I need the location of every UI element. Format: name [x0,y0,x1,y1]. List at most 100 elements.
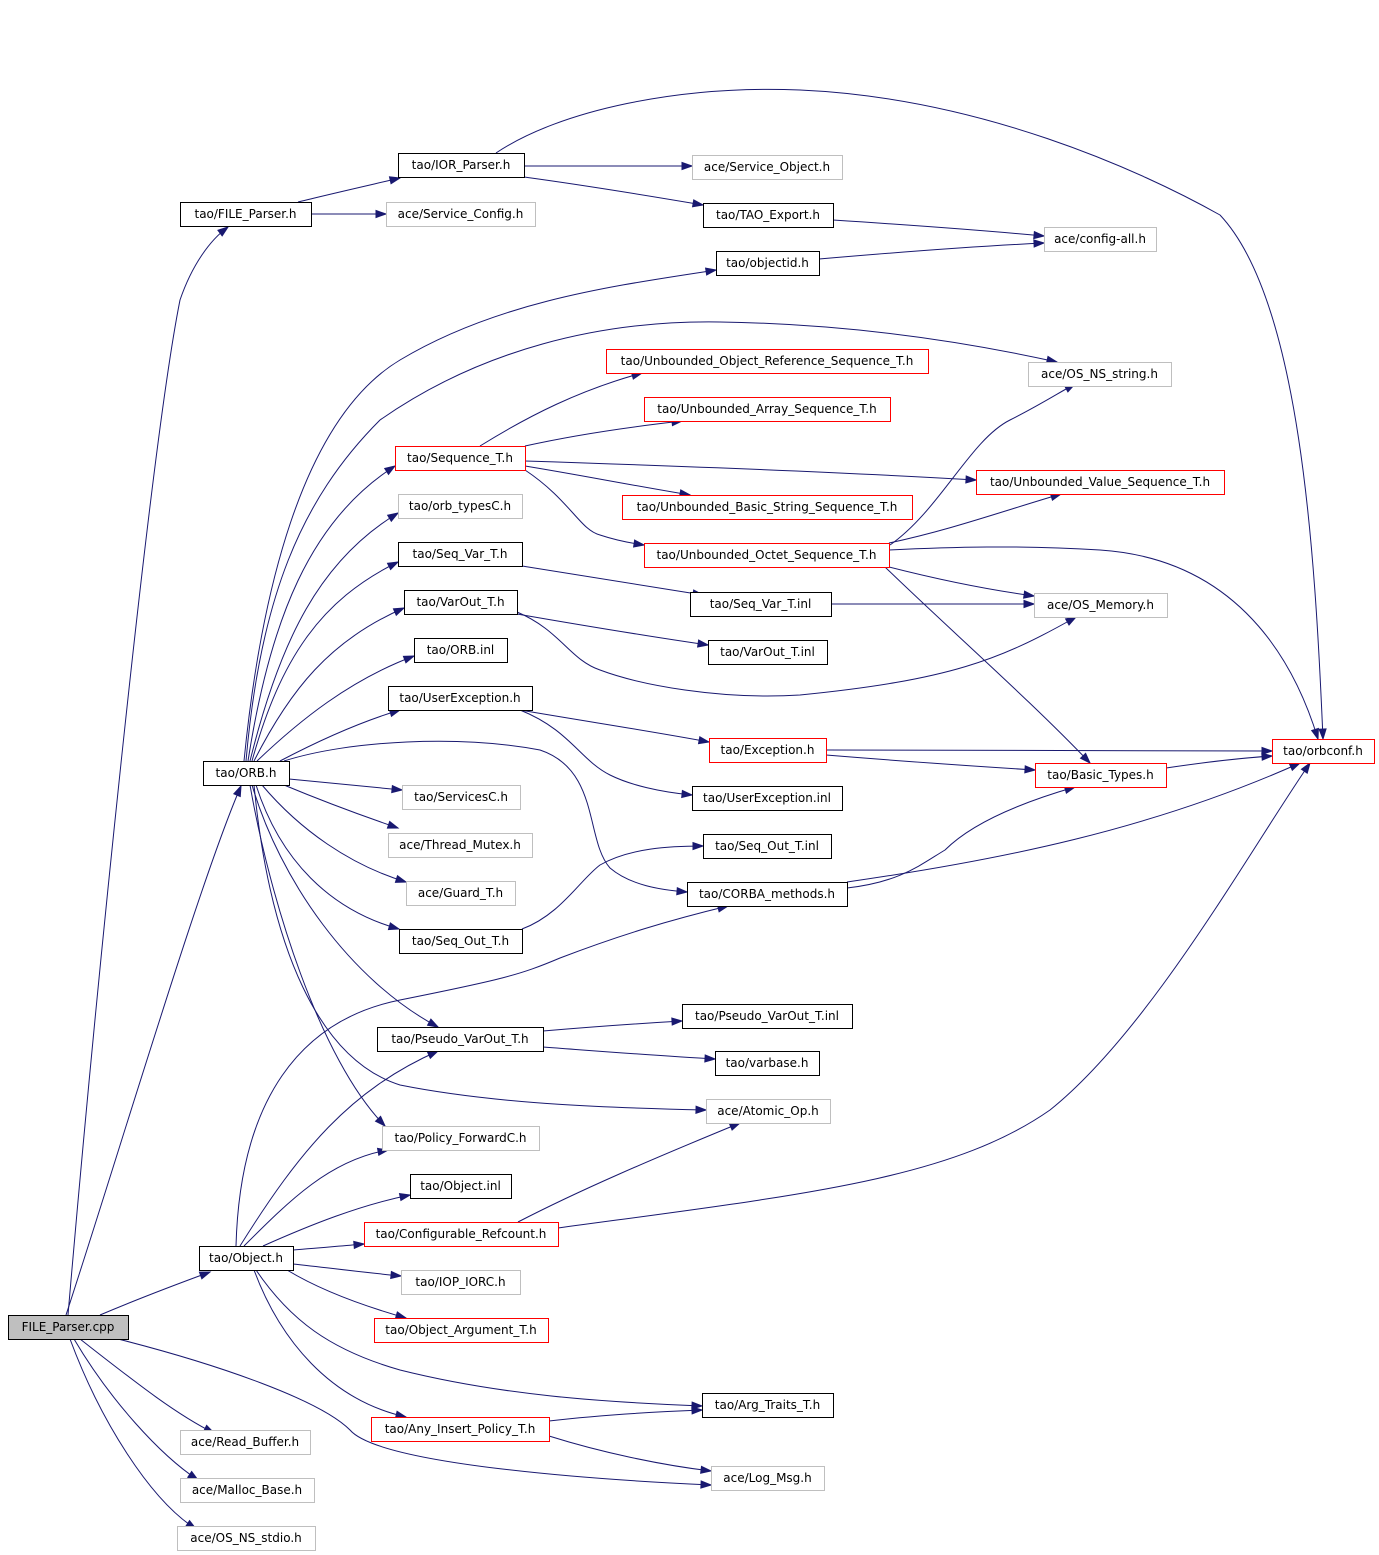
node-tao_unbounded_octet_sequence_t_h[interactable]: tao/Unbounded_Octet_Sequence_T.h [644,543,890,568]
node-ace_service_config_h[interactable]: ace/Service_Config.h [386,202,536,227]
node-box[interactable] [1034,593,1168,618]
node-box[interactable] [1044,227,1157,252]
node-tao_configurable_refcount_h[interactable]: tao/Configurable_Refcount.h [364,1222,559,1247]
node-tao_basic_types_h[interactable]: tao/Basic_Types.h [1035,763,1167,788]
node-tao_policy_forwardc_h[interactable]: tao/Policy_ForwardC.h [382,1126,540,1151]
node-tao_corba_methods_h[interactable]: tao/CORBA_methods.h [687,882,848,907]
node-box[interactable] [692,786,843,811]
node-box[interactable] [708,640,828,665]
node-box[interactable] [682,1004,853,1029]
node-tao_varout_t_h[interactable]: tao/VarOut_T.h [404,590,518,615]
node-box[interactable] [398,494,523,519]
node-tao_file_parser_h[interactable]: tao/FILE_Parser.h [180,202,312,227]
node-tao_servicesc_h[interactable]: tao/ServicesC.h [402,785,521,810]
node-tao_pseudo_varout_t_inl[interactable]: tao/Pseudo_VarOut_T.inl [682,1004,853,1029]
node-box[interactable] [404,590,518,615]
node-tao_unbounded_object_reference_sequence_t_h[interactable]: tao/Unbounded_Object_Reference_Sequence_… [606,349,929,374]
node-tao_object_argument_t_h[interactable]: tao/Object_Argument_T.h [374,1318,549,1343]
node-box[interactable] [711,1466,825,1491]
node-tao_unbounded_value_sequence_t_h[interactable]: tao/Unbounded_Value_Sequence_T.h [976,470,1225,495]
node-box[interactable] [410,1174,512,1199]
node-box[interactable] [1272,739,1375,764]
node-box[interactable] [644,543,890,568]
node-box[interactable] [716,251,820,276]
node-box[interactable] [401,1270,521,1295]
node-ace_os_ns_string_h[interactable]: ace/OS_NS_string.h [1028,362,1172,387]
node-tao_pseudo_varout_t_h[interactable]: tao/Pseudo_VarOut_T.h [377,1027,544,1052]
node-tao_userexception_inl[interactable]: tao/UserException.inl [692,786,843,811]
node-file_parser_cpp[interactable]: FILE_Parser.cpp [8,1315,129,1340]
node-tao_unbounded_basic_string_sequence_t_h[interactable]: tao/Unbounded_Basic_String_Sequence_T.h [622,495,913,520]
node-box[interactable] [1035,763,1167,788]
node-ace_os_ns_stdio_h[interactable]: ace/OS_NS_stdio.h [177,1526,316,1551]
node-box[interactable] [382,1126,540,1151]
node-box[interactable] [1028,362,1172,387]
node-box[interactable] [388,833,533,858]
node-tao_iop_iorc_h[interactable]: tao/IOP_IORC.h [401,1270,521,1295]
node-box[interactable] [203,761,290,786]
node-tao_orb_typesc_h[interactable]: tao/orb_typesC.h [398,494,523,519]
node-tao_orb_inl[interactable]: tao/ORB.inl [414,638,508,663]
node-tao_varbase_h[interactable]: tao/varbase.h [715,1051,820,1076]
node-box[interactable] [180,202,312,227]
node-tao_userexception_h[interactable]: tao/UserException.h [388,686,533,711]
node-ace_thread_mutex_h[interactable]: ace/Thread_Mutex.h [388,833,533,858]
node-tao_sequence_t_h[interactable]: tao/Sequence_T.h [395,446,526,471]
node-box[interactable] [398,153,525,178]
node-tao_orbconf_h[interactable]: tao/orbconf.h [1272,739,1375,764]
node-box[interactable] [377,1027,544,1052]
node-tao_seq_var_t_inl[interactable]: tao/Seq_Var_T.inl [690,592,832,617]
node-tao_objectid_h[interactable]: tao/objectid.h [716,251,820,276]
node-ace_guard_t_h[interactable]: ace/Guard_T.h [406,881,516,906]
node-box[interactable] [706,1099,831,1124]
node-box[interactable] [180,1478,315,1503]
node-tao_seq_out_t_inl[interactable]: tao/Seq_Out_T.inl [703,834,832,859]
node-box[interactable] [388,686,533,711]
node-tao_object_h[interactable]: tao/Object.h [199,1246,294,1271]
node-ace_service_object_h[interactable]: ace/Service_Object.h [692,155,843,180]
node-box[interactable] [364,1222,559,1247]
node-box[interactable] [622,495,913,520]
node-box[interactable] [386,202,536,227]
node-tao_seq_var_t_h[interactable]: tao/Seq_Var_T.h [398,542,523,567]
node-box[interactable] [687,882,848,907]
node-ace_os_memory_h[interactable]: ace/OS_Memory.h [1034,593,1168,618]
node-tao_varout_t_inl[interactable]: tao/VarOut_T.inl [708,640,828,665]
node-tao_unbounded_array_sequence_t_h[interactable]: tao/Unbounded_Array_Sequence_T.h [644,397,891,422]
node-box[interactable] [180,1430,311,1455]
node-box[interactable] [715,1051,820,1076]
node-box[interactable] [371,1417,550,1442]
node-ace_malloc_base_h[interactable]: ace/Malloc_Base.h [180,1478,315,1503]
node-tao_arg_traits_t_h[interactable]: tao/Arg_Traits_T.h [702,1393,834,1418]
node-ace_config_all_h[interactable]: ace/config-all.h [1044,227,1157,252]
node-box[interactable] [399,929,523,954]
node-box[interactable] [199,1246,294,1271]
node-box[interactable] [406,881,516,906]
node-ace_log_msg_h[interactable]: ace/Log_Msg.h [711,1466,825,1491]
node-box[interactable] [177,1526,316,1551]
node-box[interactable] [703,834,832,859]
node-box[interactable] [395,446,526,471]
node-box[interactable] [703,203,834,228]
node-box[interactable] [644,397,891,422]
node-tao_exception_h[interactable]: tao/Exception.h [709,738,827,763]
node-box[interactable] [976,470,1225,495]
node-box[interactable] [690,592,832,617]
node-box[interactable] [709,738,827,763]
node-box[interactable] [374,1318,549,1343]
node-box[interactable] [692,155,843,180]
node-box[interactable] [606,349,929,374]
node-box[interactable] [8,1315,129,1340]
node-tao_seq_out_t_h[interactable]: tao/Seq_Out_T.h [399,929,523,954]
node-tao_ior_parser_h[interactable]: tao/IOR_Parser.h [398,153,525,178]
node-box[interactable] [398,542,523,567]
node-box[interactable] [414,638,508,663]
node-ace_atomic_op_h[interactable]: ace/Atomic_Op.h [706,1099,831,1124]
node-box[interactable] [702,1393,834,1418]
node-tao_any_insert_policy_t_h[interactable]: tao/Any_Insert_Policy_T.h [371,1417,550,1442]
node-tao_orb_h[interactable]: tao/ORB.h [203,761,290,786]
node-ace_read_buffer_h[interactable]: ace/Read_Buffer.h [180,1430,311,1455]
node-box[interactable] [402,785,521,810]
node-tao_object_inl[interactable]: tao/Object.inl [410,1174,512,1199]
node-tao_tao_export_h[interactable]: tao/TAO_Export.h [703,203,834,228]
